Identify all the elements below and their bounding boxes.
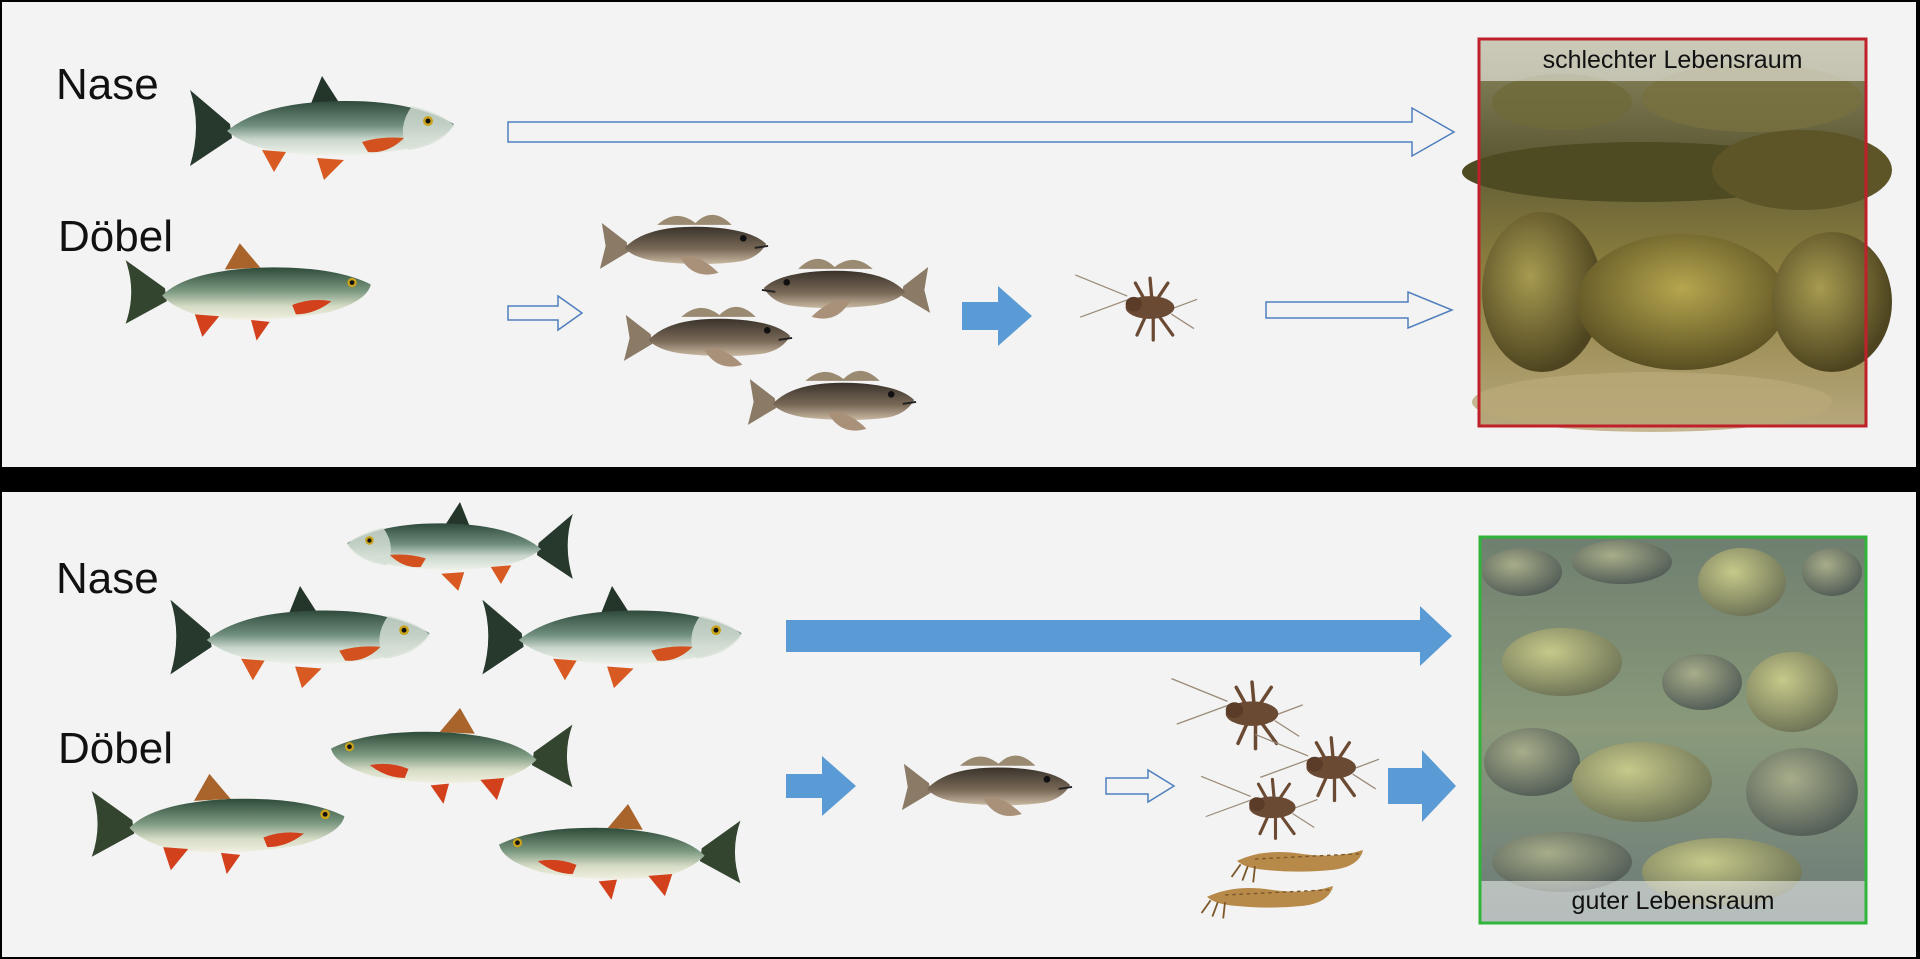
panel-bad-habitat: Nase Döbel bbox=[2, 2, 1916, 467]
caption-bad-habitat: schlechter Lebensraum bbox=[1542, 46, 1803, 74]
doebel-fish-icon bbox=[125, 243, 371, 341]
label-nase: Nase bbox=[56, 554, 159, 603]
arrow-larva-to-habitat bbox=[1388, 750, 1456, 822]
sculpin-fish-icon bbox=[900, 754, 1074, 817]
sculpin-fish-icon bbox=[598, 213, 770, 276]
label-doebel: Döbel bbox=[58, 724, 173, 773]
panel-good-habitat: Nase Döbel bbox=[2, 492, 1916, 957]
stonefly-larva-icon bbox=[1169, 676, 1305, 751]
arrow-nase-to-habitat bbox=[786, 606, 1452, 666]
label-nase: Nase bbox=[56, 60, 159, 109]
doebel-fish-icon bbox=[499, 804, 741, 900]
doebel-fish-icon bbox=[331, 708, 573, 804]
nase-fish-icon bbox=[190, 76, 454, 180]
bottom-diagram bbox=[91, 502, 1868, 925]
good-habitat-border bbox=[1478, 535, 1868, 925]
caddisfly-larva-icon bbox=[1200, 885, 1334, 920]
arrow-sculpin-to-larva bbox=[962, 286, 1032, 346]
arrow-doebel-to-sculpin bbox=[507, 294, 584, 332]
nase-fish-icon bbox=[347, 502, 573, 591]
bad-habitat-image bbox=[1462, 39, 1892, 432]
arrow-doebel-to-sculpin bbox=[786, 756, 856, 816]
sculpin-fish-icon bbox=[760, 257, 932, 320]
caddisfly-larva-icon bbox=[1230, 849, 1364, 884]
top-diagram bbox=[125, 37, 1892, 432]
good-habitat-image bbox=[1480, 537, 1866, 923]
stonefly-larva-icon bbox=[1199, 774, 1319, 840]
doebel-fish-icon bbox=[91, 773, 345, 875]
label-doebel: Döbel bbox=[58, 212, 173, 261]
sculpin-fish-icon bbox=[622, 305, 794, 368]
stonefly-larva-icon bbox=[1073, 273, 1199, 342]
caption-good-habitat: guter Lebensraum bbox=[1571, 887, 1775, 915]
arrow-sculpin-to-larva bbox=[1105, 768, 1176, 804]
sculpin-fish-icon bbox=[746, 369, 918, 432]
bad-habitat-border bbox=[1477, 37, 1868, 428]
nase-fish-icon bbox=[482, 586, 742, 689]
arrow-larva-to-habitat bbox=[1265, 290, 1454, 330]
arrow-nase-to-habitat bbox=[507, 106, 1456, 158]
nase-fish-icon bbox=[170, 586, 430, 689]
